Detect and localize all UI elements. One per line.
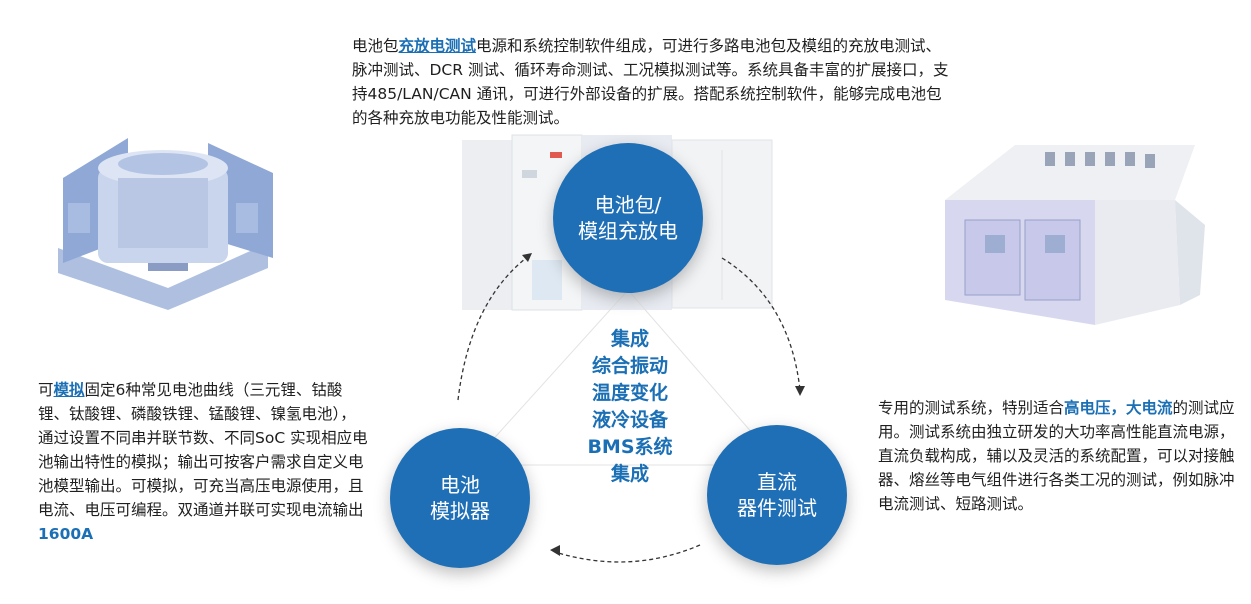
sim-desc-rest: 固定6种常见电池曲线（三元锂、钴酸锂、钛酸锂、磷酸铁锂、锰酸锂、镍氢电池），通过… [38, 381, 368, 519]
top-desc-highlight: 充放电测试 [398, 37, 477, 55]
integration-list: 集成 综合振动 温度变化 液冷设备 BMS系统 集成 [560, 326, 700, 488]
dc-desc-highlight: 高电压，大电流 [1064, 399, 1173, 417]
integration-item: 集成 [610, 463, 649, 485]
battery-pack-circle-line2: 模组充放电 [578, 219, 678, 243]
sim-desc-highlight: 模拟 [53, 381, 85, 399]
arrow-right-down [721, 257, 801, 391]
battery-pack-circle: 电池包/模组充放电 [553, 143, 703, 293]
dc-desc-rest: 的测试应用。测试系统由独立研发的大功率高性能直流电源，直流负载构成，辅以及灵活的… [878, 399, 1235, 513]
dc-device-test-circle-line2: 器件测试 [737, 496, 817, 520]
integration-item: 集成 [610, 328, 649, 350]
integration-item: 温度变化 [591, 382, 668, 404]
arrow-bottom-left [554, 544, 701, 563]
dc-desc-prefix: 专用的测试系统，特别适合 [878, 399, 1065, 417]
simulator-description: 可模拟固定6种常见电池曲线（三元锂、钴酸锂、钛酸锂、磷酸铁锂、锰酸锂、镍氢电池）… [38, 378, 368, 546]
dc-test-description: 专用的测试系统，特别适合高电压，大电流的测试应用。测试系统由独立研发的大功率高性… [878, 396, 1243, 516]
top-desc-rest: 电源和系统控制软件组成，可进行多路电池包及模组的充放电测试、脉冲测试、DCR 测… [352, 37, 949, 127]
sim-desc-prefix: 可 [38, 381, 54, 399]
integration-item: 综合振动 [591, 355, 668, 377]
integration-item: 液冷设备 [591, 409, 668, 431]
top-desc-prefix: 电池包 [352, 37, 399, 55]
vibration-table-image [48, 118, 278, 310]
battery-simulator-circle-line1: 电池 [440, 473, 480, 497]
dc-device-test-circle: 直流器件测试 [707, 425, 847, 565]
integration-item: BMS系统 [587, 436, 673, 458]
environment-chamber-image [925, 140, 1215, 325]
battery-pack-circle-line1: 电池包/ [594, 193, 662, 217]
battery-simulator-circle-line2: 模拟器 [430, 499, 490, 523]
sim-desc-current: 1600A [38, 525, 94, 543]
battery-simulator-circle: 电池模拟器 [390, 428, 530, 568]
top-description: 电池包充放电测试电源和系统控制软件组成，可进行多路电池包及模组的充放电测试、脉冲… [352, 34, 952, 130]
dc-device-test-circle-line1: 直流 [757, 470, 797, 494]
arrow-left-up [457, 254, 531, 401]
